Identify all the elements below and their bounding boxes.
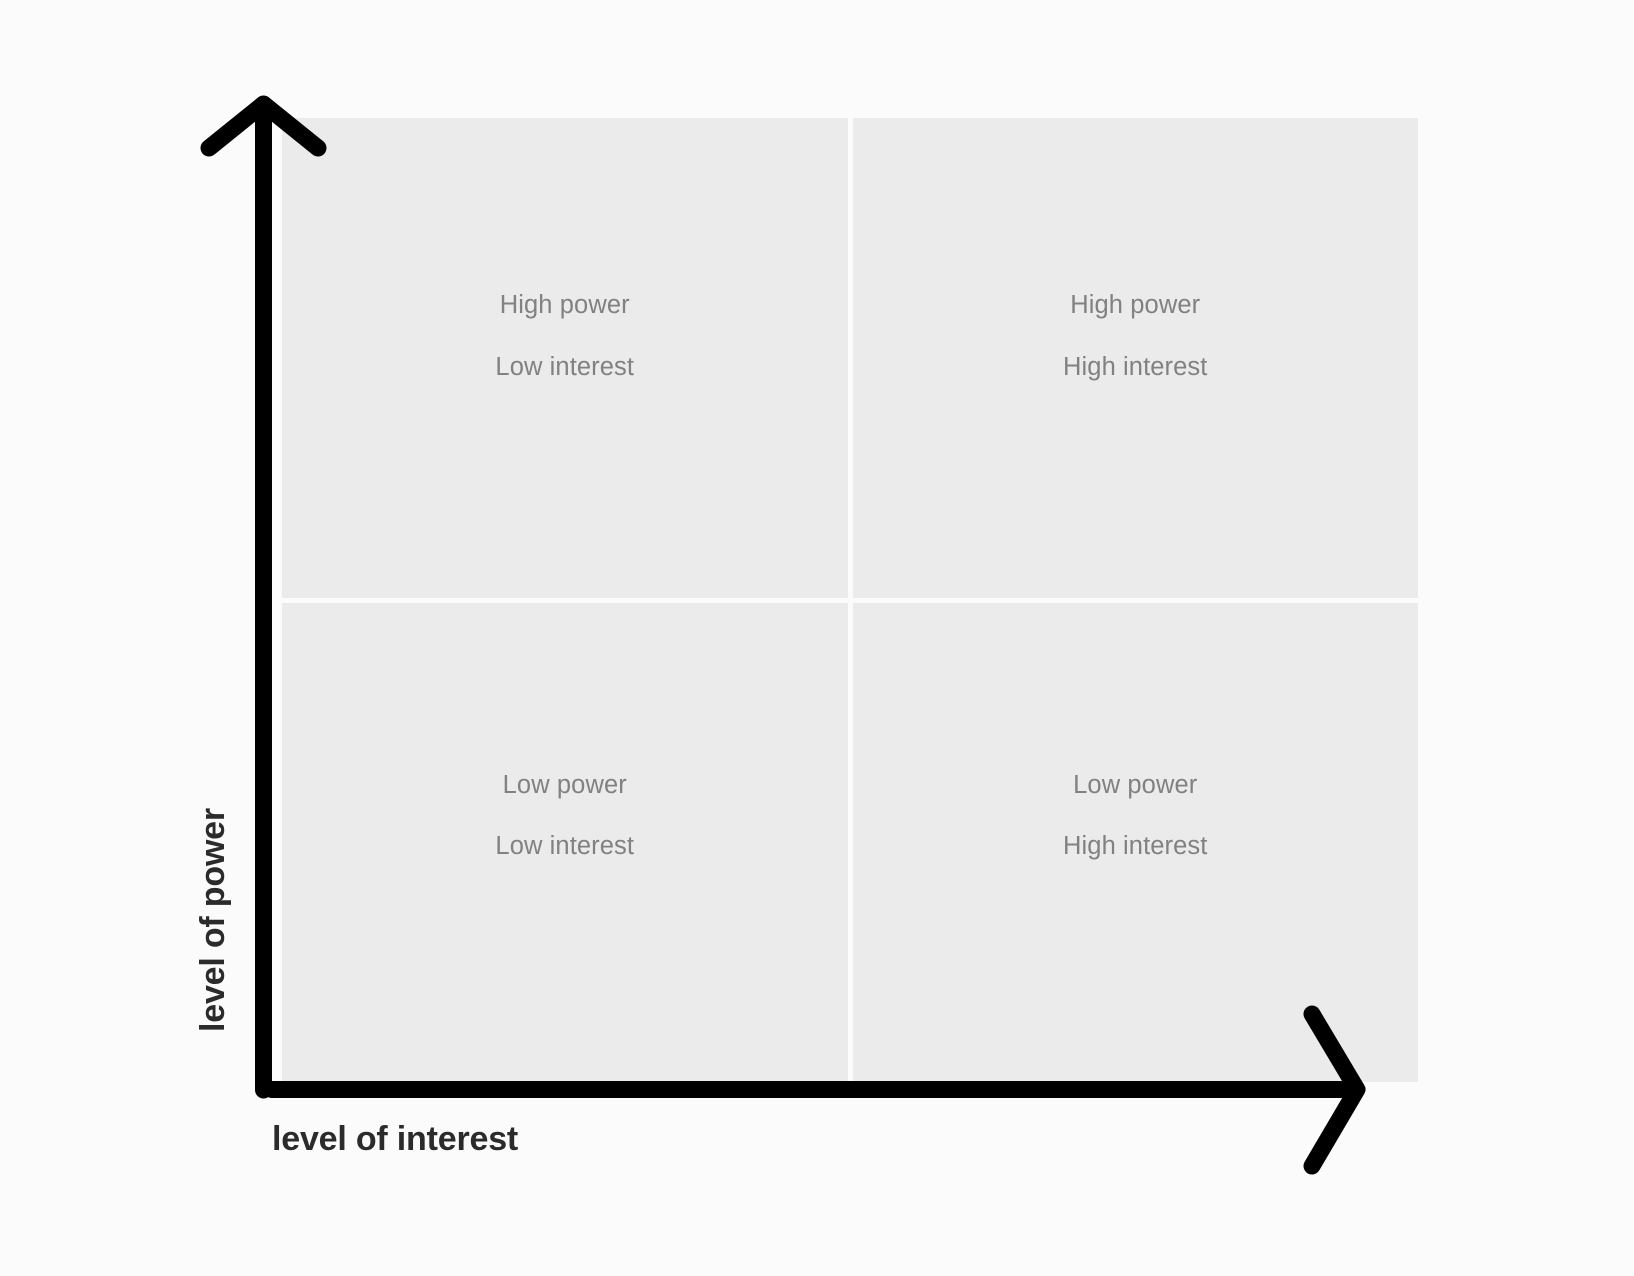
quadrant-grid: High power Low interest High power High …: [282, 118, 1418, 1082]
quadrant-label-power: Low power: [502, 770, 627, 799]
quadrant-label-power: Low power: [1073, 770, 1198, 799]
quadrant-label-interest: High interest: [1063, 832, 1208, 860]
quadrant-label-interest: Low interest: [495, 832, 635, 860]
quadrant-low-power-low-interest[interactable]: Low power Low interest: [282, 602, 848, 1082]
quadrant-low-power-high-interest[interactable]: Low power High interest: [852, 602, 1418, 1082]
quadrant-high-power-low-interest[interactable]: High power Low interest: [282, 118, 848, 598]
x-axis-title: level of interest: [272, 1120, 519, 1158]
quadrant-label-power: High power: [1070, 291, 1201, 319]
quadrant-label-interest: Low interest: [495, 352, 635, 381]
y-axis-title: level of power: [194, 808, 232, 1032]
quadrant-high-power-high-interest[interactable]: High power High interest: [852, 118, 1418, 598]
quadrant-label-power: High power: [499, 291, 630, 319]
quadrant-label-interest: High interest: [1063, 352, 1208, 381]
